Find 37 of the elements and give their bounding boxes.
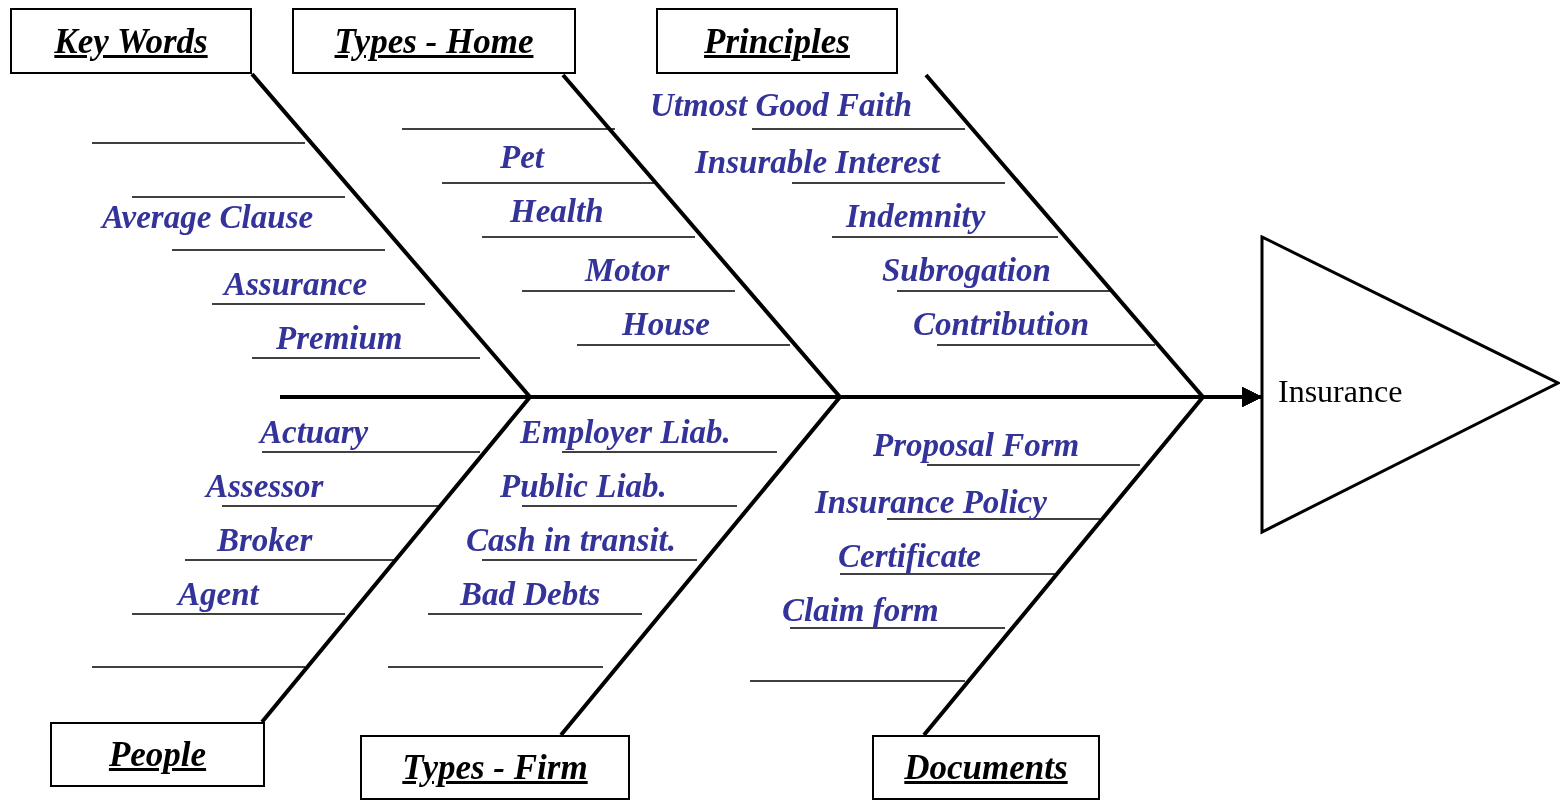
term-text: Premium xyxy=(276,321,403,355)
term-text: Average Clause xyxy=(102,200,314,234)
term-text: Agent xyxy=(178,577,259,611)
term-text: House xyxy=(622,307,710,341)
category-box xyxy=(656,8,898,74)
term-text: Cash in transit. xyxy=(466,523,677,557)
category-title: Principles xyxy=(704,23,850,59)
category-box xyxy=(292,8,576,74)
term-text: Subrogation xyxy=(882,253,1051,287)
term-text: Actuary xyxy=(260,415,369,449)
category-box xyxy=(872,735,1100,800)
term-text: Health xyxy=(510,194,604,228)
term-text: Proposal Form xyxy=(873,428,1080,462)
term-text: Broker xyxy=(217,523,313,557)
term-text: Insurable Interest xyxy=(695,145,940,179)
effect-label: Insurance xyxy=(1278,375,1403,407)
term-text: Assessor xyxy=(206,469,324,503)
category-box xyxy=(10,8,252,74)
term-text: Public Liab. xyxy=(500,469,667,503)
term-text: Insurance Policy xyxy=(815,485,1047,519)
category-box xyxy=(50,722,265,787)
category-title: Documents xyxy=(904,750,1068,785)
term-text: Pet xyxy=(500,140,544,174)
term-text: Assurance xyxy=(224,267,368,301)
term-text: Bad Debts xyxy=(460,577,601,611)
category-title: People xyxy=(108,737,207,772)
term-text: Motor xyxy=(585,253,670,287)
term-text: Employer Liab. xyxy=(520,415,731,449)
category-title: Types - Home xyxy=(334,23,534,59)
term-text: Indemnity xyxy=(846,199,986,233)
category-box xyxy=(360,735,630,800)
term-text: Utmost Good Faith xyxy=(650,88,913,122)
term-text: Claim form xyxy=(782,593,939,627)
term-text: Certificate xyxy=(838,539,981,573)
term-text: Contribution xyxy=(913,307,1090,341)
category-title: Types - Firm xyxy=(402,750,588,785)
category-title: Key Words xyxy=(54,23,208,59)
